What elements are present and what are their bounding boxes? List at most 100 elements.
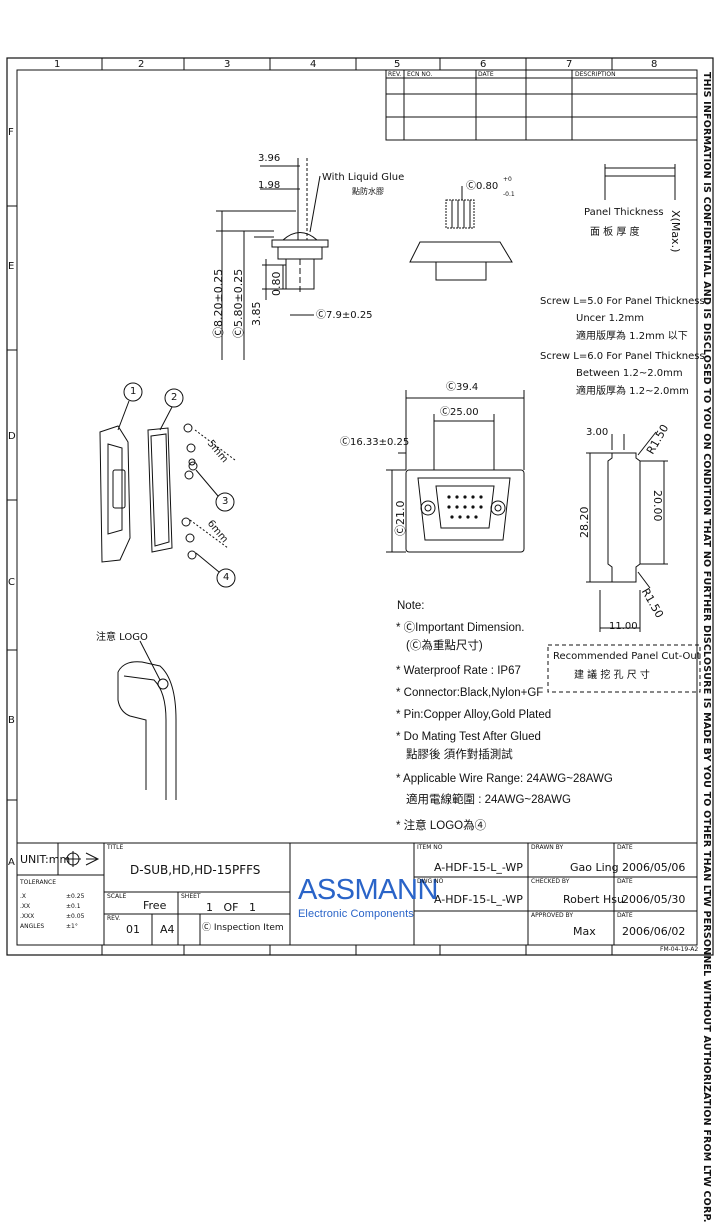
dim-39-4: Ⓒ39.4 <box>446 382 479 393</box>
sheet-value: 1 OF 1 <box>206 901 256 914</box>
tolerance-value: ±1° <box>66 923 78 930</box>
tolerance-key: ANGLES <box>20 923 45 930</box>
scale-label: SCALE <box>107 893 127 900</box>
callout-1: 1 <box>130 386 137 397</box>
row-label-e: E <box>8 261 15 272</box>
outer-frame <box>6 57 714 956</box>
dim-1-98: 1.98 <box>258 180 281 191</box>
col-label-1: 1 <box>54 59 61 70</box>
date-label: DATE <box>617 844 633 851</box>
checked-by-label: CHECKED BY <box>531 878 570 885</box>
col-label-3: 3 <box>224 59 231 70</box>
scale-value: Free <box>143 899 167 912</box>
dim-3-00: 3.00 <box>586 427 609 438</box>
company-subtitle: Electronic Components <box>298 908 414 920</box>
dim-25-00: Ⓒ25.00 <box>440 407 479 418</box>
drawn-by-label: DRAWN BY <box>531 844 564 851</box>
inner-frame <box>16 69 698 946</box>
cutout-title: Recommended Panel Cut-Out <box>553 651 701 662</box>
dim-5-80: Ⓒ5.80±0.25 <box>232 268 245 338</box>
screw2-line1: Screw L=6.0 For Panel Thickness <box>540 351 705 362</box>
form-number: FM-04-19-A2 <box>660 946 699 953</box>
cutout-drawing <box>547 431 701 693</box>
screw1-line2: Uncer 1.2mm <box>576 313 644 324</box>
date-label: DATE <box>617 912 633 919</box>
tolerance-value: ±0.1 <box>66 903 81 910</box>
note-item: (Ⓒ為重點尺寸) <box>406 640 483 652</box>
callout-2: 2 <box>171 392 178 403</box>
note-item: 適用電線範圍 : 24AWG~28AWG <box>406 794 571 806</box>
col-label-4: 4 <box>310 59 317 70</box>
revision-table <box>385 69 698 141</box>
screw1-line1: Screw L=5.0 For Panel Thickness <box>540 296 705 307</box>
approved-by: Max <box>573 925 596 938</box>
note-item: * ⒸImportant Dimension. <box>396 622 525 634</box>
title-label: TITLE <box>107 844 124 851</box>
company-logo: ASSMANN Electronic Components <box>298 874 438 920</box>
col-label-7: 7 <box>566 59 573 70</box>
side-view-drawing <box>216 158 329 360</box>
dim-7-9: Ⓒ7.9±0.25 <box>316 310 373 321</box>
col-label-2: 2 <box>138 59 145 70</box>
sheet-size: A4 <box>160 923 175 936</box>
date-checked: 2006/05/30 <box>622 893 686 906</box>
checked-by: Robert Hsu <box>563 893 624 906</box>
row-label-a: A <box>8 857 15 868</box>
dim-3-85: 3.85 <box>250 301 263 327</box>
logo-label: 注意 LOGO <box>96 632 148 643</box>
dim-16-33: Ⓒ16.33±0.25 <box>340 437 410 448</box>
dim-20-00: 20.00 <box>651 490 664 522</box>
x-max-label: X(Max.) <box>669 210 682 253</box>
tol-minus: -0.1 <box>503 191 515 198</box>
sheet-label: SHEET <box>181 893 201 900</box>
notes-heading: Note: <box>397 600 425 612</box>
drawing-title: D-SUB,HD,HD-15PFFS <box>130 863 261 877</box>
dim-3-96: 3.96 <box>258 153 281 164</box>
note-item: * Connector:Black,Nylon+GF <box>396 687 544 699</box>
rev-header-rev: REV. <box>388 71 402 78</box>
confidentiality-notice: THIS INFORMATION IS CONFIDENTIAL AND IS … <box>701 72 712 1223</box>
rev-header-date: DATE <box>478 71 494 78</box>
panel-thickness-drawing <box>604 164 676 200</box>
title-block-lines <box>17 842 697 945</box>
callout-4: 4 <box>223 572 230 583</box>
dim-11-00: 11.00 <box>609 621 638 632</box>
dwg-no: A-HDF-15-L_-WP <box>434 893 523 906</box>
row-ticks <box>7 205 17 801</box>
dim-21-0: Ⓒ21.0 <box>394 500 407 537</box>
note-item: * Waterproof Rate : IP67 <box>396 665 521 677</box>
screw2-cn: 適用版厚為 1.2~2.0mm <box>576 386 689 397</box>
item-no-label: ITEM NO <box>417 844 443 851</box>
panel-thickness-cn: 面 板 厚 度 <box>590 227 640 238</box>
row-label-f: F <box>8 127 14 138</box>
row-label-c: C <box>8 577 15 588</box>
rev-header-ecn: ECN NO. <box>407 71 433 78</box>
front-view-drawing <box>386 390 525 553</box>
item-no: A-HDF-15-L_-WP <box>434 861 523 874</box>
unit-label: UNIT:mm <box>20 853 71 866</box>
screw2-line2: Between 1.2~2.0mm <box>576 368 683 379</box>
tolerance-key: .X <box>20 893 27 900</box>
cutout-title-cn: 建 議 挖 孔 尺 寸 <box>574 670 650 681</box>
dim-8-20: Ⓒ8.20±0.25 <box>212 268 225 338</box>
glue-label-cn: 點防水膠 <box>352 187 384 196</box>
note-item: * Do Mating Test After Glued <box>396 731 541 743</box>
logo-detail-drawing <box>117 640 177 800</box>
tolerance-key: .XXX <box>20 913 35 920</box>
drawn-by: Gao Ling <box>570 861 619 874</box>
col-label-8: 8 <box>651 59 658 70</box>
screw1-cn: 適用版厚為 1.2mm 以下 <box>576 331 688 342</box>
note-item: * Applicable Wire Range: 24AWG~28AWG <box>396 773 613 785</box>
rev-header-description: DESCRIPTION <box>575 71 616 78</box>
note-item: * 注意 LOGO為④ <box>396 820 487 832</box>
tol-plus: +0 <box>503 176 512 183</box>
dim-0-80-pin: Ⓒ0.80 <box>466 181 499 192</box>
col-label-6: 6 <box>480 59 487 70</box>
col-label-5: 5 <box>394 59 401 70</box>
callout-3: 3 <box>222 496 229 507</box>
row-label-b: B <box>8 715 15 726</box>
approved-by-label: APPROVED BY <box>531 912 574 919</box>
column-ticks <box>101 58 613 955</box>
tolerance-value: ±0.25 <box>66 893 85 900</box>
top-view-drawing <box>409 186 513 281</box>
